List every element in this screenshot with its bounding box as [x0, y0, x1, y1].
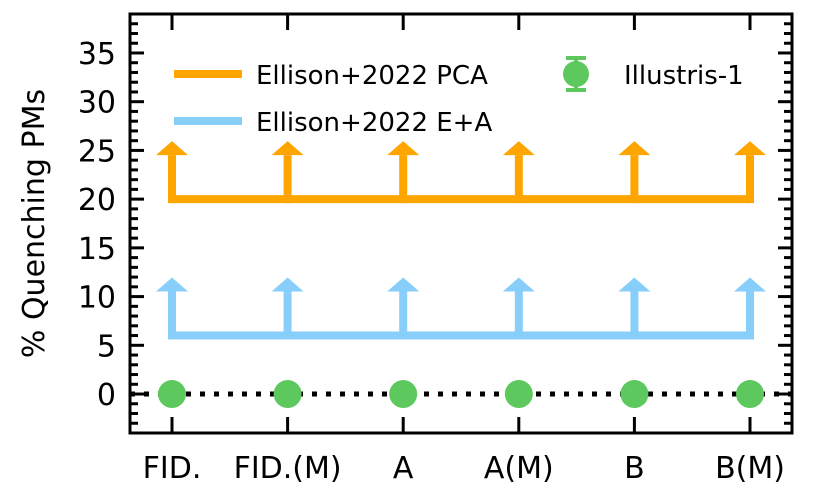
- legend-label-ellison-2022-pca: Ellison+2022 PCA: [256, 61, 488, 91]
- limit-arrow-head-ellison-2022-pca: [156, 141, 188, 156]
- x-tick-label: B: [624, 451, 645, 486]
- y-tick-label: 0: [97, 378, 116, 413]
- x-tick-label: A: [393, 451, 414, 486]
- legend-label-ellison-2022-e-a: Ellison+2022 E+A: [256, 108, 492, 138]
- data-point-illustris-1: [389, 380, 418, 409]
- x-tick-labels: FID. FID.(M) A A(M) B B(M): [143, 451, 785, 486]
- x-tick-label: A(M): [484, 451, 554, 486]
- limit-arrow-head-ellison-2022-pca: [271, 141, 304, 156]
- data-point-illustris-1: [273, 380, 302, 409]
- y-tick-label: 35: [78, 37, 116, 72]
- limit-arrow-head-ellison-2022-e-a: [618, 277, 651, 292]
- y-tick-label: 10: [78, 281, 116, 316]
- y-tick-label: 25: [78, 134, 116, 169]
- limit-arrow-head-ellison-2022-e-a: [387, 277, 420, 292]
- plot-frame: [128, 12, 794, 435]
- data-point-illustris-1: [158, 380, 186, 409]
- limit-arrow-head-ellison-2022-pca: [387, 141, 420, 156]
- y-tick-label: 15: [78, 232, 116, 267]
- limit-arrow-head-ellison-2022-e-a: [502, 277, 535, 292]
- limit-arrow-head-ellison-2022-pca: [618, 141, 651, 156]
- limit-arrow-head-ellison-2022-e-a: [156, 277, 188, 292]
- limit-arrow-head-ellison-2022-e-a: [271, 277, 304, 292]
- y-tick-label: 30: [78, 86, 116, 121]
- y-axis-label: % Quenching PMs: [17, 89, 52, 358]
- legend-label-illustris-1: Illustris-1: [624, 61, 744, 91]
- x-tick-label: FID.: [143, 451, 202, 486]
- y-tick-labels: 0 5 10 15 20 25 30 35: [78, 37, 116, 413]
- data-point-illustris-1: [504, 380, 533, 409]
- limit-arrow-head-ellison-2022-pca: [734, 141, 766, 156]
- chart-marks: [130, 141, 792, 409]
- axis-ticks: [130, 14, 792, 433]
- x-tick-label: FID.(M): [234, 451, 342, 486]
- legend-swatch-illustris-1: [563, 61, 589, 87]
- limit-arrow-head-ellison-2022-pca: [502, 141, 535, 156]
- data-point-illustris-1: [620, 380, 649, 409]
- x-tick-label: B(M): [715, 451, 785, 486]
- legend: Ellison+2022 PCA Ellison+2022 E+A Illustri…: [174, 56, 744, 138]
- y-tick-label: 5: [97, 329, 116, 364]
- data-point-illustris-1: [736, 380, 764, 409]
- limit-arrow-head-ellison-2022-e-a: [734, 277, 766, 292]
- y-tick-label: 20: [78, 183, 116, 218]
